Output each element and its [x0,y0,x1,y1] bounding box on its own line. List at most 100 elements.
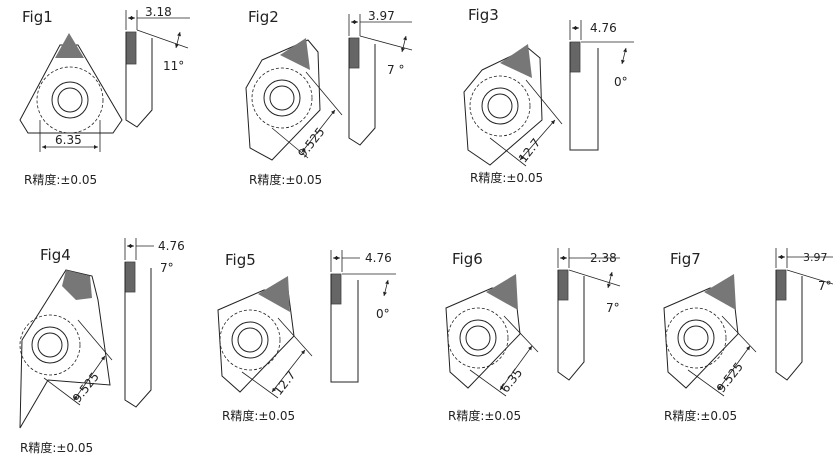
fig3-inscribed-circle [469,75,531,137]
fig5-cutting-tip [258,276,290,312]
fig2-tolerance: R精度:±0.05 [249,172,322,187]
fig7-insert-outline [663,287,739,389]
fig2-label: Fig2 [248,8,279,26]
fig7-size: 9.525 [714,360,746,396]
fig2-cutting-tip [280,38,310,70]
fig3-label: Fig3 [468,6,499,24]
fig3-cutting-tip [500,44,532,78]
fig6-hole-outer [459,319,497,357]
fig1-insert-outline [19,44,123,134]
fig3-size-arrow [519,119,556,161]
fig4-inscribed-circle [19,314,81,376]
fig6-hole-inner [465,325,491,351]
fig6-tolerance: R精度:±0.05 [448,408,521,423]
fig4-ext-a [77,319,113,361]
fig2-angle: 7 ° [387,63,404,77]
fig7-cutting-tip [704,274,736,310]
fig5-size-arrow [271,349,306,393]
fig1-inscribed-circle [36,66,104,134]
figure-7: Fig7 9.525 3.97 7° R精度:±0.05 [663,248,833,423]
fig5-hole-outer [231,321,269,359]
fig1-label: Fig1 [22,8,53,26]
fig6-insert-outline [445,287,521,389]
fig6-size-arrow [499,345,533,391]
fig2-angle-arrow [401,35,407,53]
fig3-ext-a [525,79,563,125]
fig5-hole-inner [237,327,263,353]
fig3-hole-outer [481,87,519,125]
figure-5: Fig5 12.7 4.76 0° R精度:±0.05 [217,250,396,423]
fig4-ext-b [43,377,81,406]
figure-2: Fig2 9.525 3.97 7 ° R精度:±0.05 [245,8,413,187]
fig1-angle-line [136,29,189,49]
fig7-hole-inner [683,325,709,351]
fig3-side-body [569,42,599,151]
fig3-tolerance: R精度:±0.05 [470,170,543,185]
fig3-angle: 0° [614,75,628,89]
fig2-thickness: 3.97 [368,9,395,23]
fig5-side-insert [330,273,342,305]
fig6-ext-a [503,315,539,353]
fig2-hole-inner [269,85,295,111]
fig1-angle: 11° [163,59,184,73]
fig1-hole-outer [51,81,89,119]
fig4-cutting-tip [62,270,92,300]
fig3-hole-inner [487,93,513,119]
fig7-side-body [775,270,803,381]
fig1-cutting-tip [55,33,84,58]
fig7-inscribed-circle [665,307,727,369]
fig6-label: Fig6 [452,250,483,268]
fig2-insert-outline [245,39,321,161]
figure-6: Fig6 6.35 2.38 7° R精度:±0.05 [445,248,621,423]
fig2-ext-b [271,127,309,159]
fig4-angle: 7° [160,261,174,275]
fig5-angle: 0° [376,307,390,321]
fig4-size-arrow [73,355,106,401]
fig7-angle: 7° [818,279,832,293]
fig4-label: Fig4 [40,246,71,264]
fig4-hole-inner [37,332,63,358]
figure-3: Fig3 12.7 4.76 0° R精度:±0.05 [463,6,634,185]
figure-4: Fig4 9.525 4.76 7° R精度:±0.05 [19,238,185,455]
fig1-hole-inner [57,87,83,113]
fig7-side-insert [775,269,787,301]
fig6-angle-line [568,269,621,287]
fig6-ext-b [469,369,507,397]
fig3-thickness: 4.76 [590,21,617,35]
fig4-side-body [124,262,152,408]
fig7-tolerance: R精度:±0.05 [664,408,737,423]
fig4-thickness: 4.76 [158,239,185,253]
fig6-side-insert [557,269,569,301]
fig7-hole-outer [677,319,715,357]
fig7-ext-b [687,369,725,397]
fig6-angle: 7° [606,301,620,315]
fig4-hole-outer [31,326,69,364]
fig4-insert-outline [19,269,111,429]
fig1-tolerance: R精度:±0.05 [24,172,97,187]
fig2-hole-outer [263,79,301,117]
fig3-angle-arrow [621,47,627,65]
fig6-size: 6.35 [498,366,525,396]
fig5-ext-b [241,371,279,399]
fig5-side-body [330,274,359,383]
fig5-size: 12.7 [271,368,298,398]
fig4-size: 9.525 [70,370,102,406]
fig2-size-arrow [301,109,336,153]
fig2-side-insert [348,37,360,69]
fig5-inscribed-circle [219,309,281,371]
fig2-ext-a [305,71,343,116]
fig1-angle-arrow [175,31,181,49]
fig5-thickness: 4.76 [365,251,392,265]
fig6-inscribed-circle [447,307,509,369]
fig3-size: 12.7 [516,136,543,166]
fig4-side-insert [124,261,136,293]
fig4-tolerance: R精度:±0.05 [20,440,93,455]
fig3-ext-b [489,137,527,167]
fig1-thickness: 3.18 [145,5,172,19]
fig6-side-body [557,270,585,381]
fig6-thickness: 2.38 [590,251,617,265]
fig2-inscribed-circle [251,67,313,129]
fig2-side-body [348,38,376,146]
fig7-angle-line [786,269,833,285]
fig7-ext-a [721,315,757,353]
